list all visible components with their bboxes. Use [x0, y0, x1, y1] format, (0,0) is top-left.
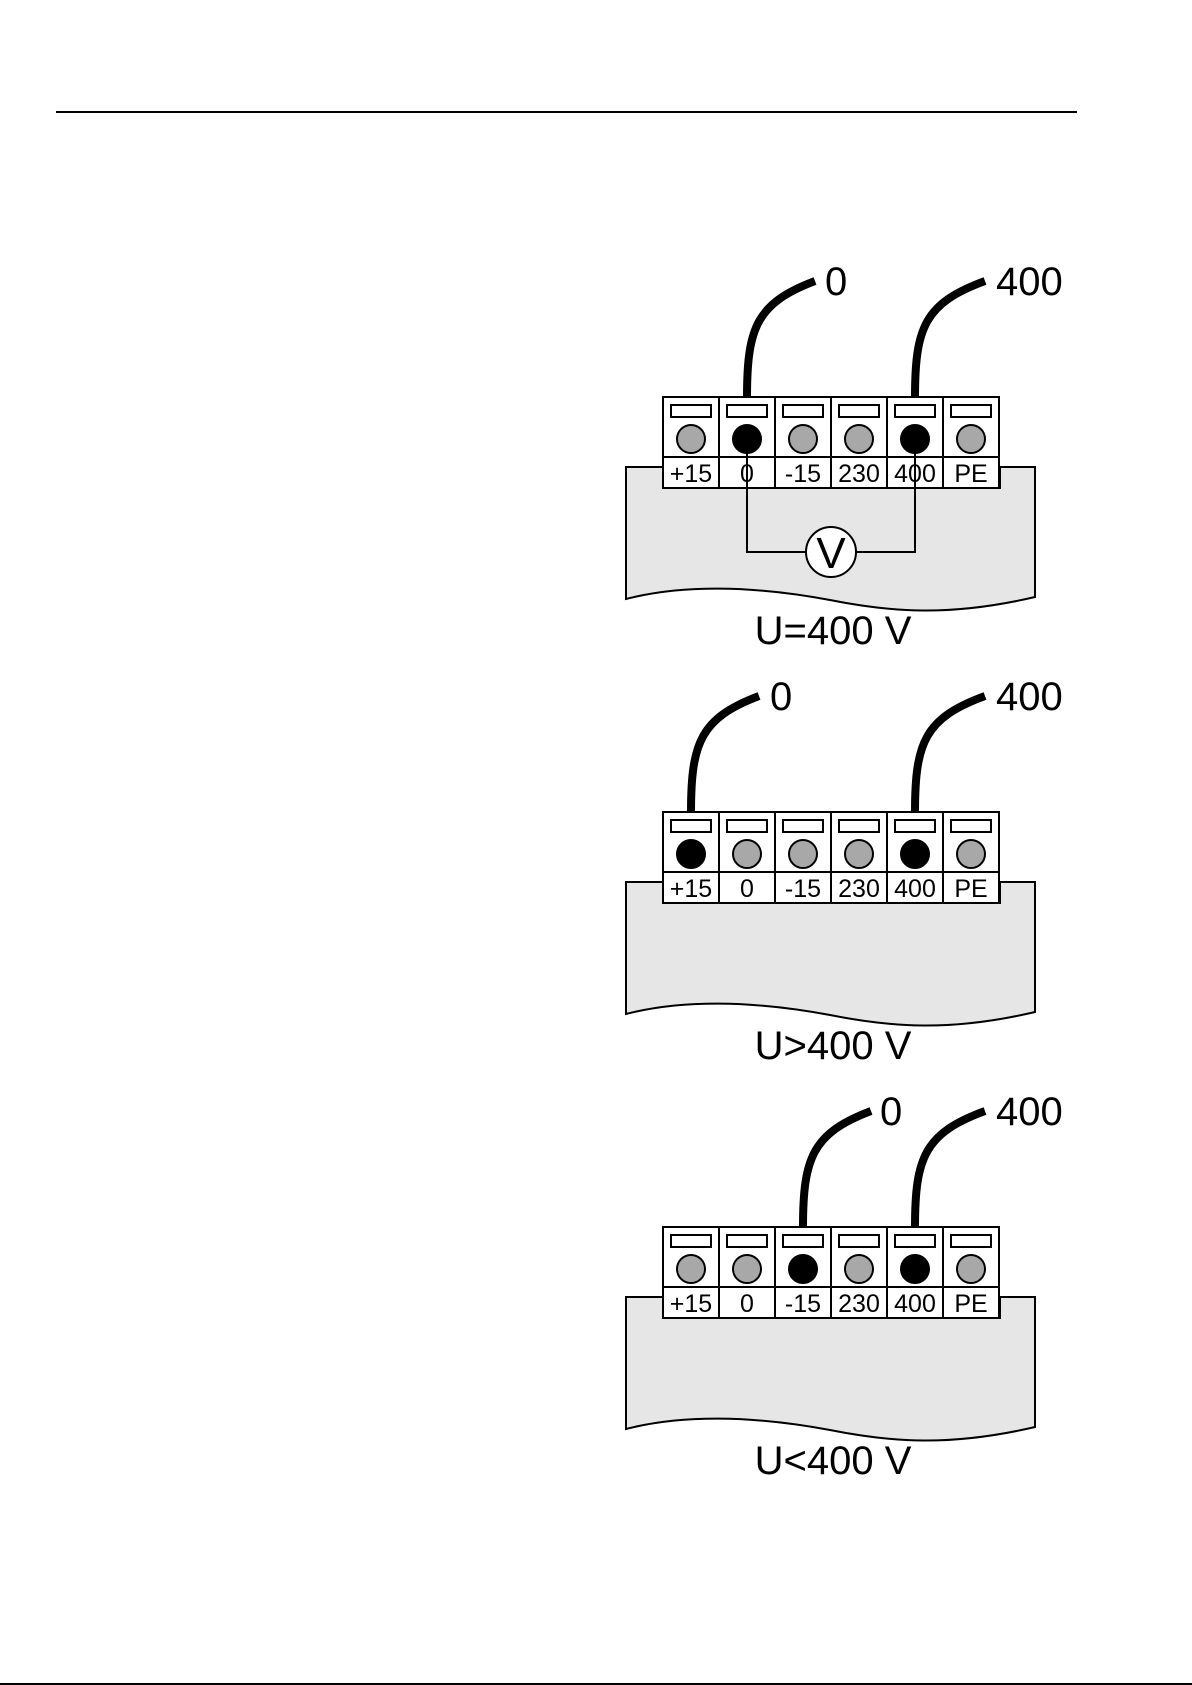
terminal-0: 0 [719, 812, 775, 903]
terminal-screw [733, 1255, 761, 1283]
terminal-screw [789, 840, 817, 868]
voltmeter-label: V [816, 529, 846, 578]
terminal-plus15: +15 [663, 397, 719, 488]
terminal-label: 230 [838, 460, 880, 488]
terminal-screw [789, 425, 817, 453]
terminal-minus15: -15 [775, 397, 831, 488]
diagram-caption: U<400 V [755, 1439, 912, 1483]
terminal-label: -15 [785, 1290, 821, 1318]
terminal-strip: +15 0 -15 230 400 PE [663, 812, 999, 903]
terminal-label: +15 [670, 460, 712, 488]
terminal-label: 400 [894, 1290, 936, 1318]
terminal-minus15: -15 [775, 812, 831, 903]
wire-0 [803, 1111, 871, 1227]
terminal-230: 230 [831, 397, 887, 488]
terminal-label: 0 [740, 875, 754, 903]
terminal-screw [845, 840, 873, 868]
terminal-screw [677, 1255, 705, 1283]
wire-0 [691, 696, 759, 812]
terminal-label: PE [954, 460, 987, 488]
wire-0-label: 0 [825, 260, 847, 304]
terminal-230: 230 [831, 812, 887, 903]
terminal-label: 0 [740, 1290, 754, 1318]
terminal-screw [733, 840, 761, 868]
wire-400-label: 400 [996, 260, 1063, 304]
terminal-label: PE [954, 1290, 987, 1318]
terminal-pe: PE [943, 812, 999, 903]
terminal-minus15: -15 [775, 1227, 831, 1318]
terminal-label: +15 [670, 875, 712, 903]
terminal-plus15: +15 [663, 812, 719, 903]
terminal-screw-connected [677, 840, 705, 868]
terminal-label: -15 [785, 460, 821, 488]
terminal-0: 0 [719, 1227, 775, 1318]
terminal-screw [957, 840, 985, 868]
wire-400 [915, 1111, 985, 1227]
terminal-strip: +15 0 -15 230 400 PE [663, 1227, 999, 1318]
terminal-label: -15 [785, 875, 821, 903]
terminal-screw-connected [789, 1255, 817, 1283]
wire-400-label: 400 [996, 675, 1063, 719]
terminal-plus15: +15 [663, 1227, 719, 1318]
terminal-label: 230 [838, 875, 880, 903]
wire-400-label: 400 [996, 1090, 1063, 1134]
terminal-pe: PE [943, 1227, 999, 1318]
diagram-caption: U=400 V [755, 609, 912, 653]
terminal-400: 400 [887, 1227, 943, 1318]
terminal-screw-connected [901, 1255, 929, 1283]
terminal-screw [957, 1255, 985, 1283]
terminal-230: 230 [831, 1227, 887, 1318]
terminal-400: 400 [887, 812, 943, 903]
diagram-caption: U>400 V [755, 1024, 912, 1068]
terminal-screw [677, 425, 705, 453]
wire-0 [747, 281, 815, 397]
terminal-label: 230 [838, 1290, 880, 1318]
terminal-label: PE [954, 875, 987, 903]
wire-400 [915, 281, 985, 397]
terminal-screw [845, 1255, 873, 1283]
wire-400 [915, 696, 985, 812]
wire-0-label: 0 [880, 1090, 902, 1134]
wire-0-label: 0 [770, 675, 792, 719]
terminal-screw [845, 425, 873, 453]
terminal-screw-connected [901, 840, 929, 868]
terminal-pe: PE [943, 397, 999, 488]
terminal-label: 400 [894, 875, 936, 903]
terminal-label: +15 [670, 1290, 712, 1318]
terminal-screw [957, 425, 985, 453]
